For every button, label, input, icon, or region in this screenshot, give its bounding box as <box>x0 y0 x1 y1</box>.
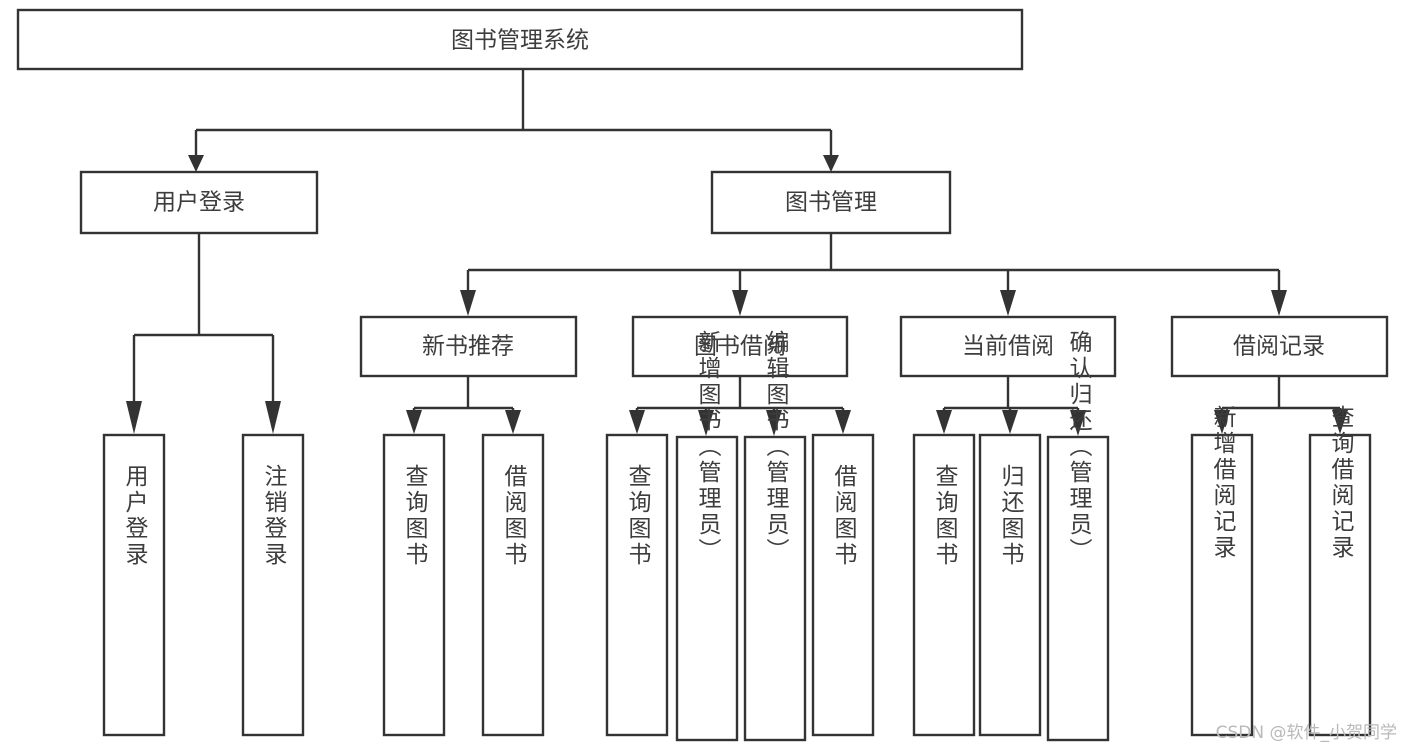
leaf-br-query-record-box[interactable] <box>1308 433 1372 737</box>
leaf-bb-query-book-label: 查询图书 <box>624 464 652 568</box>
arrow-head-current-borrow <box>1000 290 1016 316</box>
leaf-bb-edit-book-admin-box[interactable] <box>743 435 807 742</box>
leaf-br-query-record[interactable]: 查询借阅记录 <box>1308 405 1372 737</box>
leaf-user-login[interactable]: 用户登录 <box>102 433 166 737</box>
leaf-bb-add-book-admin-label: 新增图书（管理员） <box>694 330 722 564</box>
node-book-manage[interactable]: 图书管理 <box>710 170 952 235</box>
connectors-group <box>126 69 1348 436</box>
leaf-bb-borrow-book-box[interactable] <box>811 433 875 737</box>
leaf-cb-confirm-return-admin-box[interactable] <box>1046 435 1110 742</box>
leaf-cb-return-book[interactable]: 归还图书 <box>978 433 1042 737</box>
leaf-cb-return-book-label: 归还图书 <box>997 464 1025 568</box>
arrow-head-leaf-logout <box>265 401 281 434</box>
node-borrow-record-box[interactable] <box>1170 315 1389 378</box>
node-new-book-recommend-box[interactable] <box>359 315 578 378</box>
leaf-cb-return-book-box[interactable] <box>978 433 1042 737</box>
leaf-bb-borrow-book[interactable]: 借阅图书 <box>811 433 875 737</box>
leaf-cb-query-book[interactable]: 查询图书 <box>912 433 976 737</box>
node-root-box[interactable] <box>16 8 1024 71</box>
arrow-head-br-leaf-2 <box>1332 410 1348 434</box>
arrow-head-cb-leaf-2 <box>1002 410 1018 434</box>
leaf-bb-edit-book-admin[interactable]: 编辑图书（管理员） <box>743 330 807 742</box>
node-book-borrow-box[interactable] <box>631 315 849 378</box>
leaf-bb-query-book-box[interactable] <box>605 433 669 737</box>
node-user-login-label: 用户登录 <box>153 190 245 216</box>
arrow-head-br-leaf-1 <box>1214 410 1230 434</box>
node-book-manage-box[interactable] <box>710 170 952 235</box>
leaf-logout-box[interactable] <box>241 433 305 737</box>
leaf-bb-add-book-admin[interactable]: 新增图书（管理员） <box>675 330 739 742</box>
leaf-logout-label: 注销登录 <box>260 464 288 568</box>
leaf-br-add-record-label: 新增借阅记录 <box>1209 405 1237 561</box>
node-current-borrow-box[interactable] <box>899 315 1117 378</box>
arrow-head-bb-leaf-1 <box>629 410 645 434</box>
leaf-logout[interactable]: 注销登录 <box>241 433 305 737</box>
node-book-borrow-label: 图书借阅 <box>694 334 786 360</box>
leaf-bb-add-book-admin-box[interactable] <box>675 435 739 742</box>
arrow-head-bb-leaf-2 <box>698 410 714 436</box>
node-book-manage-label: 图书管理 <box>785 190 877 216</box>
arrow-head-cb-leaf-1 <box>936 410 952 434</box>
arrow-head-cb-leaf-3 <box>1070 410 1086 436</box>
leaf-newbook-query-book-label: 查询图书 <box>401 464 429 568</box>
leaf-br-add-record[interactable]: 新增借阅记录 <box>1190 405 1254 737</box>
arrow-head-bb-leaf-3 <box>766 410 782 436</box>
leaf-cb-query-book-box[interactable] <box>912 433 976 737</box>
leaf-br-add-record-box[interactable] <box>1190 433 1254 737</box>
leaf-br-query-record-label: 查询借阅记录 <box>1327 405 1355 561</box>
leaf-newbook-query-book[interactable]: 查询图书 <box>382 433 446 737</box>
leaf-bb-edit-book-admin-label: 编辑图书（管理员） <box>762 330 790 564</box>
node-user-login-box[interactable] <box>79 170 319 235</box>
leaf-newbook-query-book-box[interactable] <box>382 433 446 737</box>
arrow-head-user-login <box>188 155 204 172</box>
leaf-cb-confirm-return-admin[interactable]: 确认归还（管理员） <box>1046 330 1110 742</box>
node-borrow-record[interactable]: 借阅记录 <box>1170 315 1389 378</box>
node-new-book-recommend-label: 新书推荐 <box>422 334 514 360</box>
node-book-borrow[interactable]: 图书借阅 <box>631 315 849 378</box>
leaf-bb-query-book[interactable]: 查询图书 <box>605 433 669 737</box>
node-root-label: 图书管理系统 <box>451 28 589 54</box>
node-current-borrow[interactable]: 当前借阅 <box>899 315 1117 378</box>
leaf-user-login-box[interactable] <box>102 433 166 737</box>
leaf-cb-confirm-return-admin-label: 确认归还（管理员） <box>1065 330 1093 564</box>
node-user-login[interactable]: 用户登录 <box>79 170 319 235</box>
arrow-head-bb-leaf-4 <box>835 410 851 434</box>
arrow-head-borrow-record <box>1271 290 1287 316</box>
leaf-newbook-borrow-book-label: 借阅图书 <box>500 464 528 568</box>
node-borrow-record-label: 借阅记录 <box>1233 334 1325 360</box>
node-root[interactable]: 图书管理系统 <box>16 8 1024 71</box>
arrow-head-nb-leaf-2 <box>505 410 521 434</box>
arrow-head-nb-leaf-1 <box>406 410 422 434</box>
arrow-head-book-borrow <box>732 290 748 316</box>
node-new-book-recommend[interactable]: 新书推荐 <box>359 315 578 378</box>
leaf-user-login-label: 用户登录 <box>121 464 149 568</box>
arrow-head-book-manage <box>823 155 839 172</box>
leaf-newbook-borrow-book[interactable]: 借阅图书 <box>481 433 545 737</box>
node-current-borrow-label: 当前借阅 <box>962 334 1054 360</box>
leaf-bb-borrow-book-label: 借阅图书 <box>830 464 858 568</box>
leaf-cb-query-book-label: 查询图书 <box>931 464 959 568</box>
arrow-head-leaf-user-login <box>126 401 142 434</box>
leaf-newbook-borrow-book-box[interactable] <box>481 433 545 737</box>
arrow-head-new-book <box>460 290 476 316</box>
